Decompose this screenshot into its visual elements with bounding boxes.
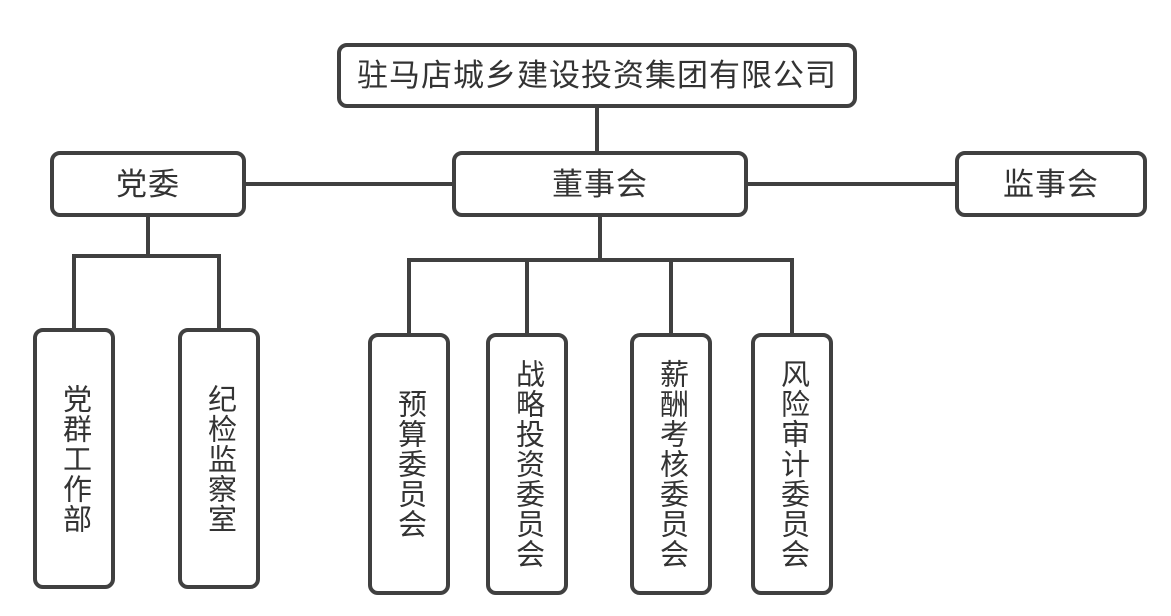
node-strategic-investment-committee-label: 战略投资委员会	[511, 359, 544, 569]
node-party-committee-label: 党委	[116, 166, 180, 202]
node-strategic-investment-committee: 战略投资委员会	[486, 333, 568, 595]
connector-drop-committee-1	[407, 258, 411, 333]
connector-drop-committee-3	[669, 258, 673, 333]
node-risk-audit-committee: 风险审计委员会	[751, 333, 833, 595]
connector-party-bus	[72, 254, 221, 258]
node-company-root: 驻马店城乡建设投资集团有限公司	[337, 43, 857, 108]
node-board-of-directors: 董事会	[452, 151, 748, 217]
connector-drop-dept-1	[72, 254, 76, 328]
node-budget-committee-label: 预算委员会	[393, 389, 426, 539]
connector-board-bus	[407, 258, 794, 262]
node-party-mass-work-dept: 党群工作部	[33, 328, 115, 589]
node-compensation-assessment-committee-label: 薪酬考核委员会	[655, 359, 688, 569]
node-supervisory-board: 监事会	[955, 151, 1147, 217]
connector-root-to-board	[595, 108, 599, 151]
connector-drop-committee-4	[790, 258, 794, 333]
node-compensation-assessment-committee: 薪酬考核委员会	[630, 333, 712, 595]
node-supervisory-board-label: 监事会	[1003, 166, 1099, 202]
connector-drop-dept-2	[217, 254, 221, 328]
node-risk-audit-committee-label: 风险审计委员会	[776, 359, 809, 569]
connector-board-to-supervisory	[748, 182, 955, 186]
node-budget-committee: 预算委员会	[368, 333, 450, 595]
node-discipline-inspection-office-label: 纪检监察室	[203, 383, 236, 534]
node-discipline-inspection-office: 纪检监察室	[178, 328, 260, 589]
connector-party-to-board	[246, 182, 452, 186]
node-board-of-directors-label: 董事会	[552, 166, 648, 202]
node-company-root-label: 驻马店城乡建设投资集团有限公司	[357, 58, 837, 93]
connector-board-drop	[598, 216, 602, 262]
node-party-committee: 党委	[50, 151, 246, 217]
connector-party-drop	[146, 217, 150, 258]
connector-drop-committee-2	[525, 258, 529, 333]
node-party-mass-work-dept-label: 党群工作部	[58, 383, 91, 534]
